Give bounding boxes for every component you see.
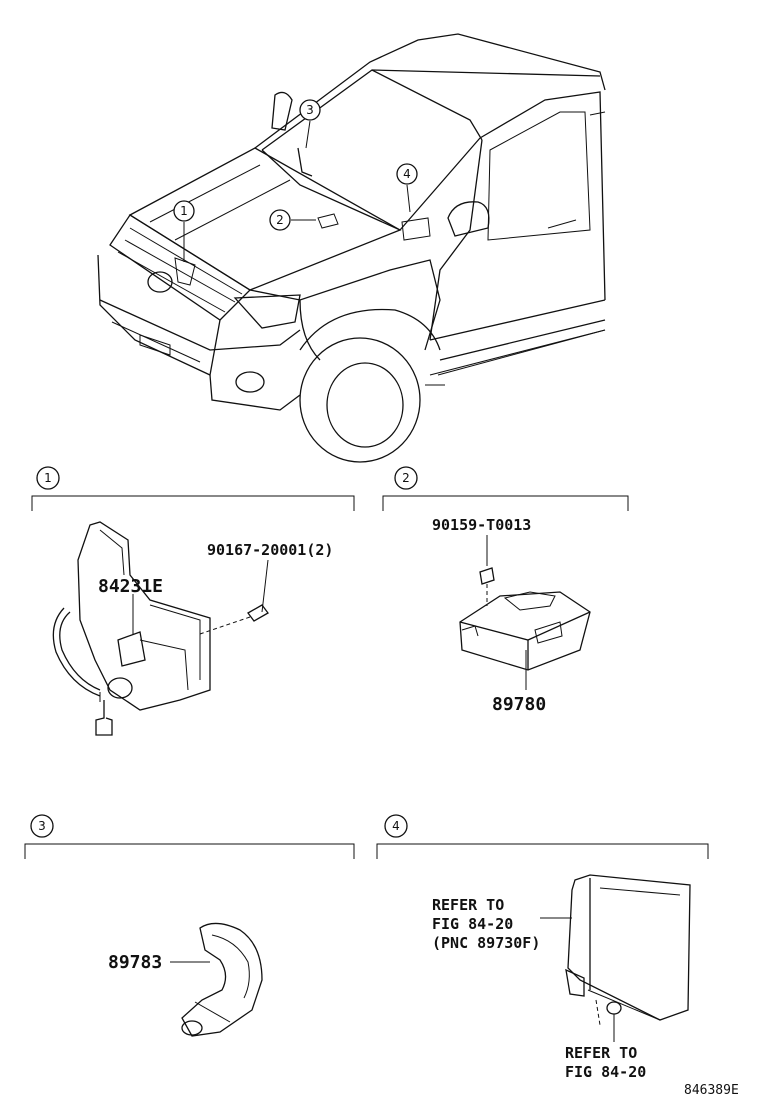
- ecu-module-illustration: [540, 874, 691, 1042]
- section-4: 4 REFER TO FIG 84-20 (PNC 89730F) REFER …: [376, 814, 709, 1081]
- section-1-number-circle: [36, 466, 60, 490]
- section-3-number-circle: [30, 814, 54, 838]
- section-1-bracket: [31, 495, 355, 511]
- svg-text:1: 1: [180, 204, 188, 218]
- overview-callout-leaders: [183, 120, 411, 262]
- note-bolt-line-1: REFER TO: [565, 1044, 637, 1062]
- part-label-90159-T0013: 90159-T0013: [432, 516, 531, 534]
- section-3: 3 89783: [24, 814, 355, 1037]
- overview-callout-1: 1: [173, 200, 195, 222]
- note-bolt-line-2: FIG 84-20: [565, 1063, 646, 1081]
- figure-id: 846389E: [684, 1083, 739, 1098]
- svg-text:3: 3: [306, 103, 314, 117]
- screw-90159-illustration: [479, 535, 495, 606]
- horn-assembly-illustration: [52, 521, 211, 736]
- overview-callout-3: 3: [299, 99, 321, 121]
- bolt-90167-illustration: [199, 559, 269, 635]
- vehicle-illustration: [97, 33, 606, 463]
- svg-text:2: 2: [276, 213, 284, 227]
- svg-text:4: 4: [403, 167, 411, 181]
- section-2-bracket: [382, 495, 629, 511]
- part-label-89783: 89783: [108, 952, 162, 973]
- section-3-bracket: [24, 843, 355, 859]
- section-3-number: 3: [38, 819, 46, 833]
- section-4-number: 4: [392, 819, 400, 833]
- section-4-bracket: [376, 843, 709, 859]
- overview-callout-4: 4: [396, 163, 418, 185]
- note-ecu-line-1: REFER TO: [432, 896, 504, 914]
- section-1-number: 1: [44, 471, 52, 485]
- part-label-90167-20001: 90167-20001(2): [207, 541, 333, 559]
- part-label-84231E: 84231E: [98, 576, 163, 597]
- section-2: 2 90159-T0013 89780: [382, 466, 629, 715]
- overview-callout-2: 2: [269, 209, 291, 231]
- sensor-89783-illustration: [170, 922, 263, 1037]
- section-1: 1 84231E 90167-20001(2): [31, 466, 355, 736]
- part-label-89780: 89780: [492, 694, 546, 715]
- section-2-number-circle: [394, 466, 418, 490]
- section-2-number: 2: [402, 471, 410, 485]
- module-89780-illustration: [459, 591, 591, 690]
- note-ecu-line-2: FIG 84-20: [432, 915, 513, 933]
- section-4-number-circle: [384, 814, 408, 838]
- note-ecu-line-3: (PNC 89730F): [432, 934, 540, 952]
